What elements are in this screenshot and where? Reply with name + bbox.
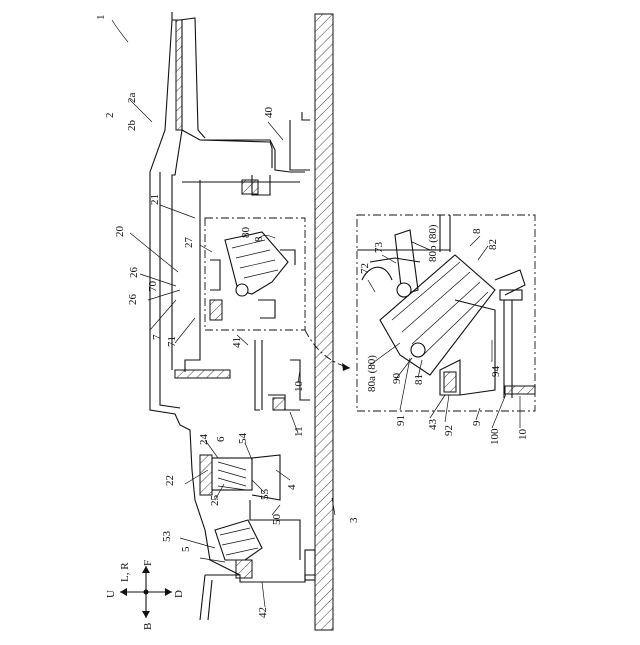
label-1: 1	[95, 15, 107, 21]
label-41: 41	[231, 337, 243, 348]
direction-u: U	[105, 590, 117, 598]
lock-mechanism	[210, 232, 295, 320]
direction-lr: L, R	[119, 562, 131, 582]
label-94: 94	[490, 366, 502, 378]
label-54: 54	[237, 433, 249, 445]
label-53: 53	[161, 531, 173, 543]
direction-f: F	[142, 560, 154, 566]
label-80a: 80a (80)	[366, 355, 378, 392]
label-9: 9	[471, 420, 483, 426]
label-70: 70	[147, 281, 159, 293]
label-11: 11	[293, 426, 305, 437]
slider	[200, 520, 315, 620]
label-50: 50	[271, 514, 283, 526]
label-55: 55	[259, 489, 271, 501]
label-21: 21	[149, 194, 161, 205]
label-4: 4	[286, 484, 298, 490]
label-92: 92	[443, 425, 455, 436]
label-6: 6	[215, 436, 227, 442]
label-8b: 8	[471, 228, 483, 234]
rail	[242, 112, 310, 410]
label-22: 22	[164, 475, 176, 486]
label-10b: 10	[517, 429, 529, 441]
label-42: 42	[257, 607, 269, 618]
label-3: 3	[348, 517, 360, 523]
label-80: 80	[240, 227, 252, 239]
label-26b: 26	[127, 294, 139, 306]
label-82: 82	[487, 239, 499, 250]
label-2: 2	[104, 113, 116, 119]
label-2a: 2a	[126, 93, 138, 104]
label-7: 7	[151, 334, 163, 340]
label-40: 40	[263, 107, 275, 119]
label-26a: 26	[128, 267, 140, 279]
lower-mechanism	[200, 455, 300, 560]
label-73: 73	[373, 242, 385, 254]
direction-d: D	[173, 590, 185, 598]
label-71: 71	[166, 336, 178, 347]
direction-b: B	[142, 623, 154, 630]
label-27: 27	[183, 237, 195, 249]
label-80b: 80b (80)	[427, 224, 439, 262]
label-43: 43	[427, 419, 439, 431]
label-90: 90	[391, 373, 403, 385]
label-25: 25	[209, 495, 221, 507]
label-81: 81	[413, 374, 425, 385]
label-2b: 2b	[126, 120, 138, 132]
label-72: 72	[359, 263, 371, 274]
label-91: 91	[395, 415, 407, 426]
base-plate	[315, 14, 333, 630]
label-10a: 10	[293, 381, 305, 393]
label-5: 5	[180, 546, 192, 552]
label-20: 20	[114, 226, 126, 238]
label-100: 100	[489, 428, 501, 445]
label-8: 8	[253, 236, 265, 242]
label-24: 24	[198, 434, 210, 446]
